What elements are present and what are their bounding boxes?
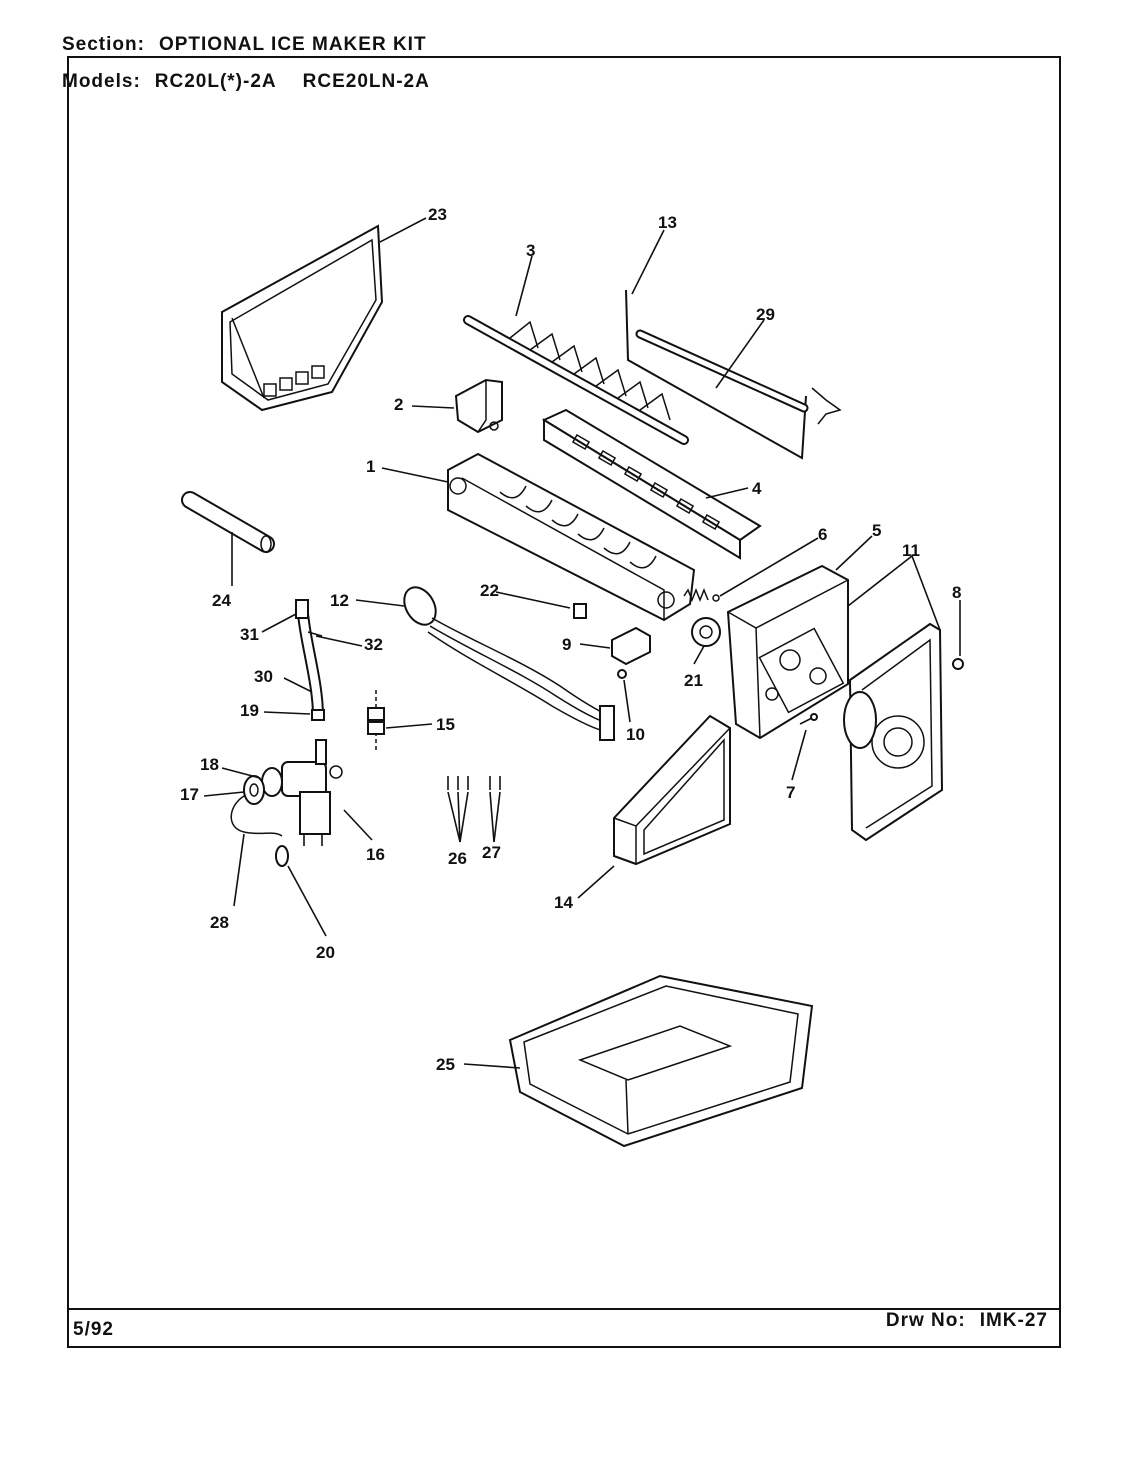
part-9-bracket <box>611 626 651 666</box>
models-heading: Models: RC20L(*)-2A RCE20LN-2A <box>62 71 456 93</box>
callout-14: 14 <box>554 893 573 912</box>
part-6-spring <box>683 587 720 603</box>
callout-20: 20 <box>316 943 335 962</box>
callout-28: 28 <box>210 913 229 932</box>
callout-10: 10 <box>626 725 645 744</box>
part-18-strainer <box>261 767 283 797</box>
drawing-number-value: IMK-27 <box>979 1310 1048 1331</box>
callout-leaders <box>203 217 961 1069</box>
callout-27: 27 <box>482 843 501 862</box>
part-11-motor-cover <box>843 622 944 842</box>
callout-11: 11 <box>902 541 920 560</box>
callout-18: 18 <box>200 755 219 774</box>
part-8-screw <box>952 658 964 670</box>
part-16-water-valve <box>281 739 343 846</box>
model-number: RC20L(*)-2A <box>154 71 277 92</box>
part-27-screws <box>489 776 501 790</box>
part-10-screw <box>617 669 627 679</box>
part-3-ejector <box>463 315 689 445</box>
part-14-cover <box>613 714 731 866</box>
part-26-screws <box>447 776 469 790</box>
callout-23: 23 <box>428 205 447 224</box>
model-number: RCE20LN-2A <box>302 71 430 92</box>
part-15-fitting <box>367 690 385 750</box>
part-23-bin-cover <box>221 224 384 412</box>
part-28-ground-wire <box>230 795 283 837</box>
drawing-frame <box>67 56 1061 1348</box>
part-5-housing <box>726 564 849 740</box>
callout-7: 7 <box>786 783 795 802</box>
part-25-ice-bin <box>508 974 814 1148</box>
callout-19: 19 <box>240 701 259 720</box>
part-20-terminal <box>275 845 289 867</box>
part-12-harness <box>403 586 615 741</box>
callout-16: 16 <box>366 845 385 864</box>
callout-25: 25 <box>436 1055 455 1074</box>
callout-9: 9 <box>562 635 571 654</box>
callout-31: 31 <box>240 625 259 644</box>
drawing-date: 5/92 <box>73 1319 114 1340</box>
drawing-number-label: Drw No: <box>885 1310 966 1331</box>
part-21-gear <box>691 617 721 647</box>
part-30-water-tube <box>295 599 325 721</box>
callout-26: 26 <box>448 849 467 868</box>
callout-13: 13 <box>658 213 677 232</box>
callout-22: 22 <box>480 581 499 600</box>
callout-8: 8 <box>952 583 961 602</box>
callout-5: 5 <box>872 521 881 540</box>
callout-3: 3 <box>526 241 535 260</box>
footer-divider <box>67 1308 1061 1310</box>
callout-2: 2 <box>394 395 403 414</box>
section-label: Section: <box>62 34 145 55</box>
part-22-clip <box>573 603 587 619</box>
part-7-screw <box>799 713 818 725</box>
callout-32: 32 <box>364 635 383 654</box>
callout-12: 12 <box>330 591 349 610</box>
callout-29: 29 <box>756 305 775 324</box>
section-heading: Section: OPTIONAL ICE MAKER KIT <box>62 34 427 56</box>
callout-30: 30 <box>254 667 273 686</box>
part-24-fill-tube <box>181 491 275 553</box>
callout-17: 17 <box>180 785 199 804</box>
drawing-number: Drw No: IMK-27 <box>886 1310 1048 1332</box>
callout-21: 21 <box>684 671 703 690</box>
callout-15: 15 <box>436 715 455 734</box>
callout-labels: 23 3 13 29 2 1 4 6 5 11 8 22 12 24 31 32… <box>180 205 961 1074</box>
part-4-stripper <box>541 408 762 560</box>
callout-24: 24 <box>212 591 231 610</box>
callout-6: 6 <box>818 525 827 544</box>
part-2-bracket <box>454 378 503 434</box>
section-title: OPTIONAL ICE MAKER KIT <box>158 34 427 55</box>
callout-1: 1 <box>366 457 375 476</box>
part-17-nut <box>243 775 265 805</box>
models-label: Models: <box>62 71 141 92</box>
part-1-mold <box>447 452 696 622</box>
part-13-shutoff-arm <box>625 289 842 460</box>
callout-4: 4 <box>752 479 762 498</box>
